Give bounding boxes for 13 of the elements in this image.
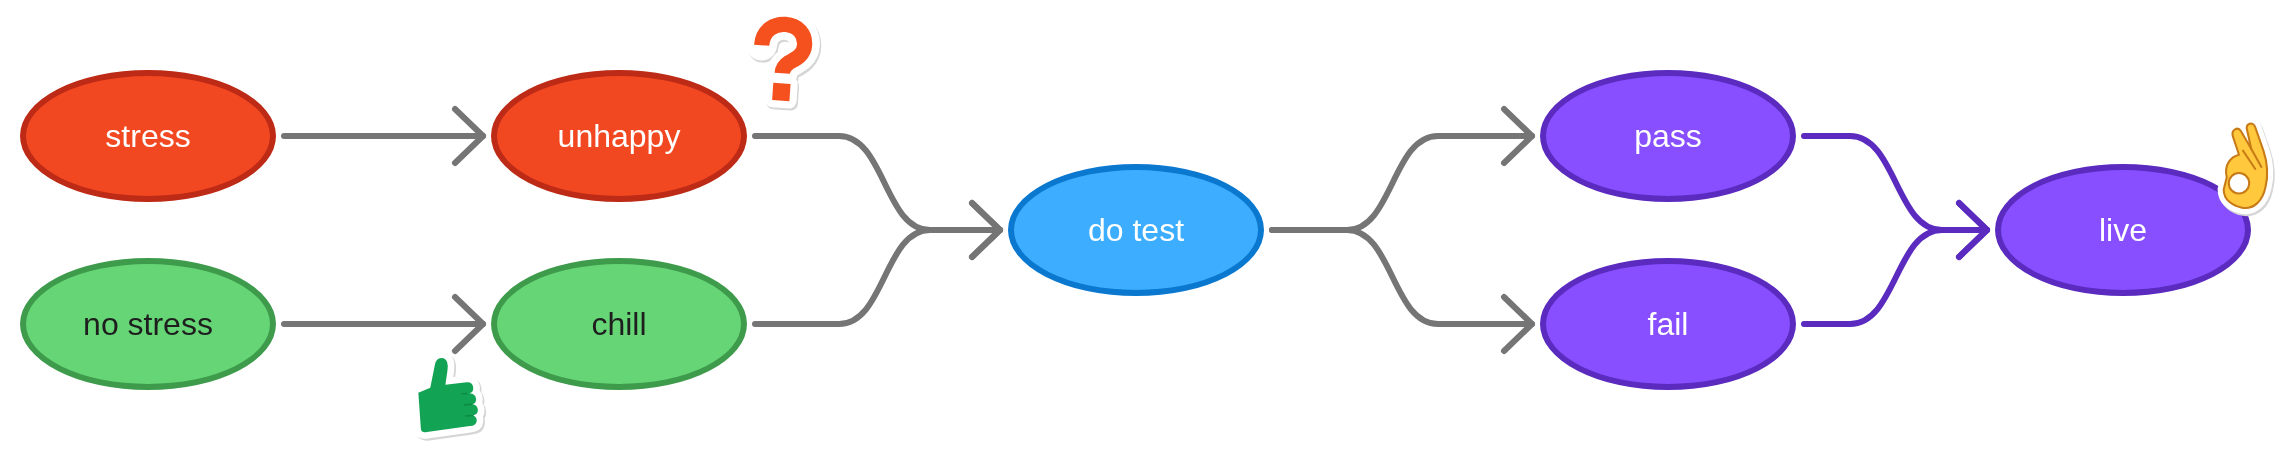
node-label: no stress	[83, 304, 213, 344]
arrow	[281, 106, 486, 166]
node-label: do test	[1087, 210, 1185, 250]
node-label: unhappy	[557, 116, 681, 156]
arrow	[281, 294, 486, 354]
node-label: chill	[591, 304, 647, 344]
arrow	[1269, 227, 1535, 354]
arrow	[752, 200, 1003, 327]
arrow	[1801, 200, 1990, 327]
node-label: pass	[1634, 116, 1702, 156]
node-label: stress	[105, 116, 191, 156]
node-label: live	[2099, 210, 2147, 250]
node-label: fail	[1647, 304, 1689, 344]
